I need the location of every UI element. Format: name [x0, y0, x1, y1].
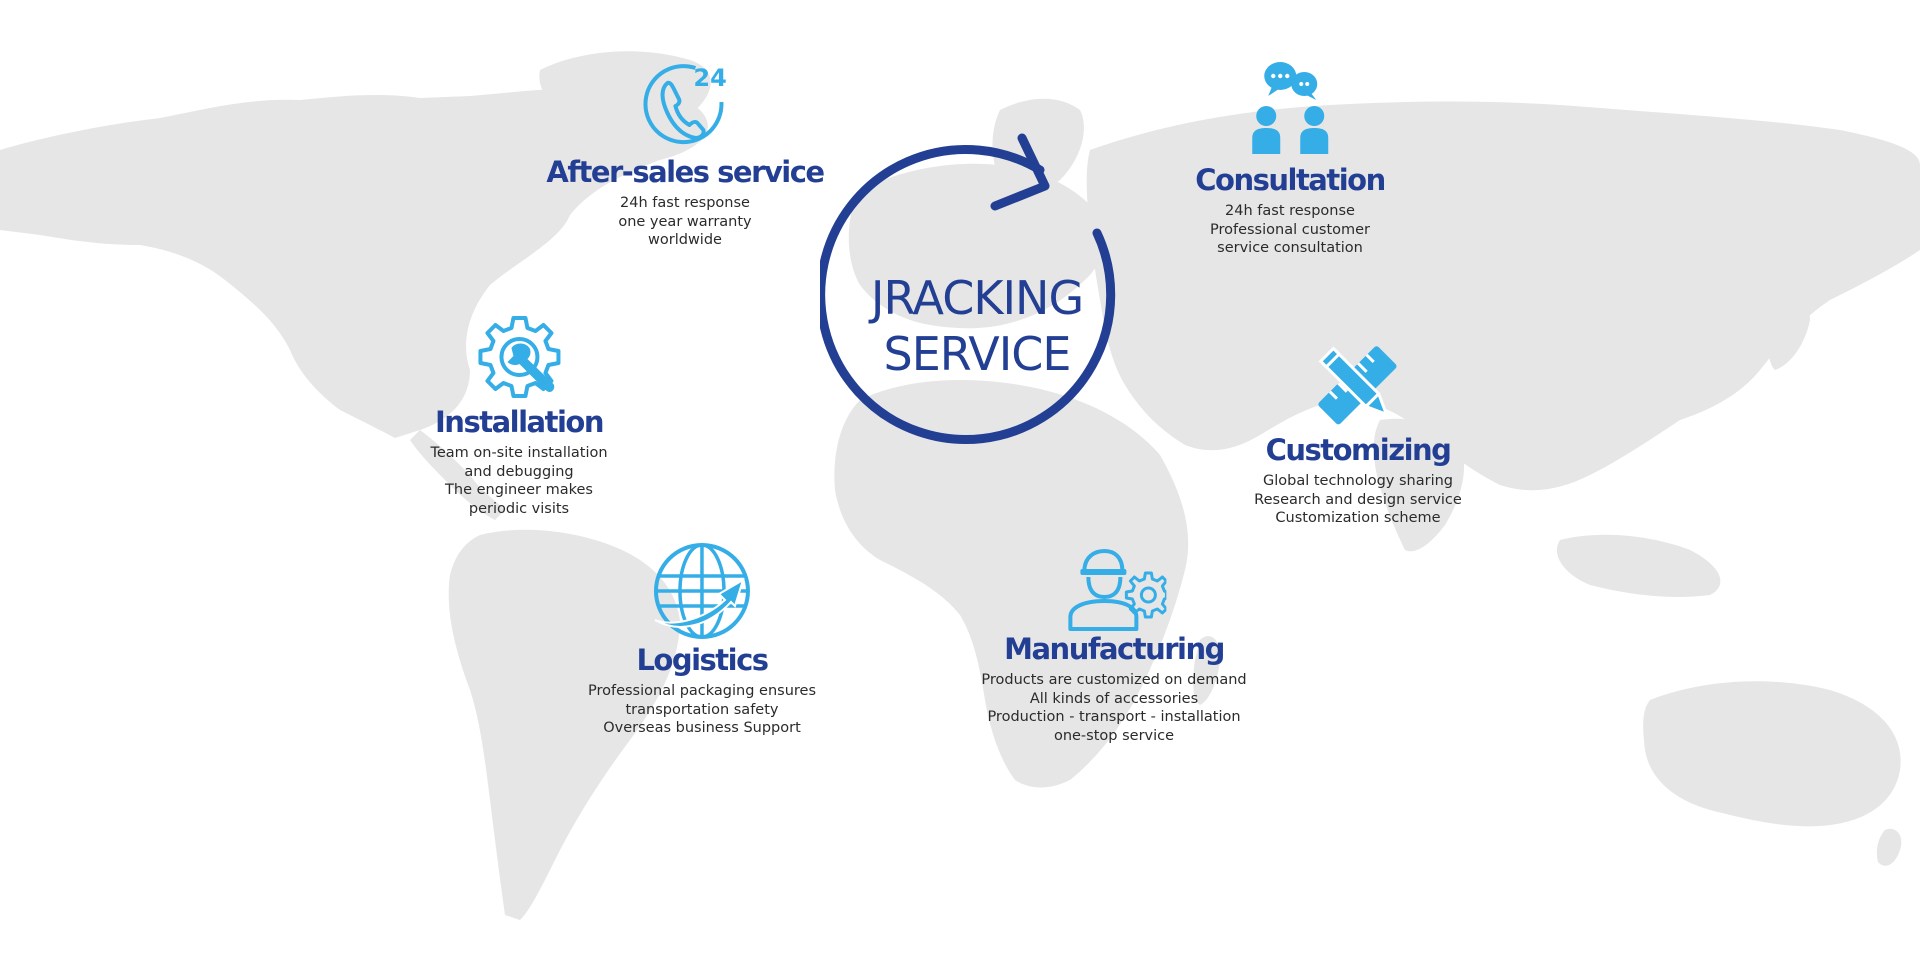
service-line: Professional customer [1209, 221, 1371, 238]
cycle-ring-icon [820, 133, 1116, 444]
service-line: periodic visits [468, 500, 570, 517]
map-australia [1643, 681, 1901, 827]
map-europe [848, 163, 1105, 329]
map-south-america [448, 529, 680, 920]
map-north-america [0, 88, 708, 438]
service-line: and debugging [464, 463, 574, 480]
service-line: one year warranty [618, 213, 752, 230]
service-line: All kinds of accessories [1029, 690, 1199, 707]
service-manufacturing: Manufacturing Products are customized on… [981, 545, 1247, 745]
service-title: Logistics [636, 643, 769, 677]
center-title-line2: SERVICE [883, 327, 1072, 381]
service-consultation: Consultation 24h fast response Professio… [1195, 58, 1386, 258]
service-title: After-sales service [546, 155, 825, 189]
globe-plane-icon [654, 543, 750, 639]
map-scandinavia [992, 98, 1084, 192]
worker-gear-icon [1068, 549, 1166, 631]
service-logistics: Logistics Professional packaging ensures… [588, 540, 816, 738]
pencil-ruler-icon [1318, 346, 1397, 425]
service-line: Global technology sharing [1262, 473, 1454, 489]
service-line: Products are customized on demand [981, 672, 1247, 688]
gear-wrench-icon [478, 316, 560, 398]
map-new-zealand [1876, 828, 1902, 866]
center-title-line1: JRACKING [870, 271, 1084, 325]
map-madagascar [1193, 636, 1221, 705]
service-after-sales: 24 After-sales service 24h fast response… [546, 58, 825, 250]
service-title: Customizing [1265, 433, 1452, 467]
service-line: Team on-site installation [430, 445, 608, 461]
service-line: The engineer makes [445, 482, 593, 498]
map-africa [834, 380, 1189, 788]
map-india [1373, 418, 1465, 552]
service-line: Professional packaging ensures [587, 683, 817, 699]
service-line: Customization scheme [1275, 510, 1441, 526]
chat-people-icon [1251, 62, 1328, 154]
service-line: worldwide [648, 232, 722, 248]
service-line: Research and design service [1254, 491, 1462, 508]
service-line: 24h fast response [1225, 203, 1355, 219]
map-asia [1086, 101, 1920, 491]
svg-text:24: 24 [693, 64, 726, 92]
service-title: Installation [435, 405, 604, 439]
center-title: JRACKING SERVICE [870, 270, 1084, 382]
service-line: service consultation [1217, 240, 1363, 256]
map-central-america [410, 430, 505, 520]
service-line: 24h fast response [620, 195, 750, 211]
service-line: one-stop service [1053, 727, 1175, 744]
service-title: Consultation [1195, 163, 1386, 197]
map-japan [1768, 296, 1810, 370]
service-customizing: Customizing Global technology sharing Re… [1254, 340, 1462, 528]
service-line: Overseas business Support [603, 720, 801, 736]
phone-24-icon: 24 [643, 64, 726, 145]
service-installation: Installation Team on-site installation a… [430, 312, 608, 518]
map-southeast-asia [1556, 534, 1721, 597]
service-line: Production - transport - installation [987, 709, 1241, 725]
service-line: transportation safety [625, 701, 779, 718]
service-title: Manufacturing [1004, 632, 1225, 666]
